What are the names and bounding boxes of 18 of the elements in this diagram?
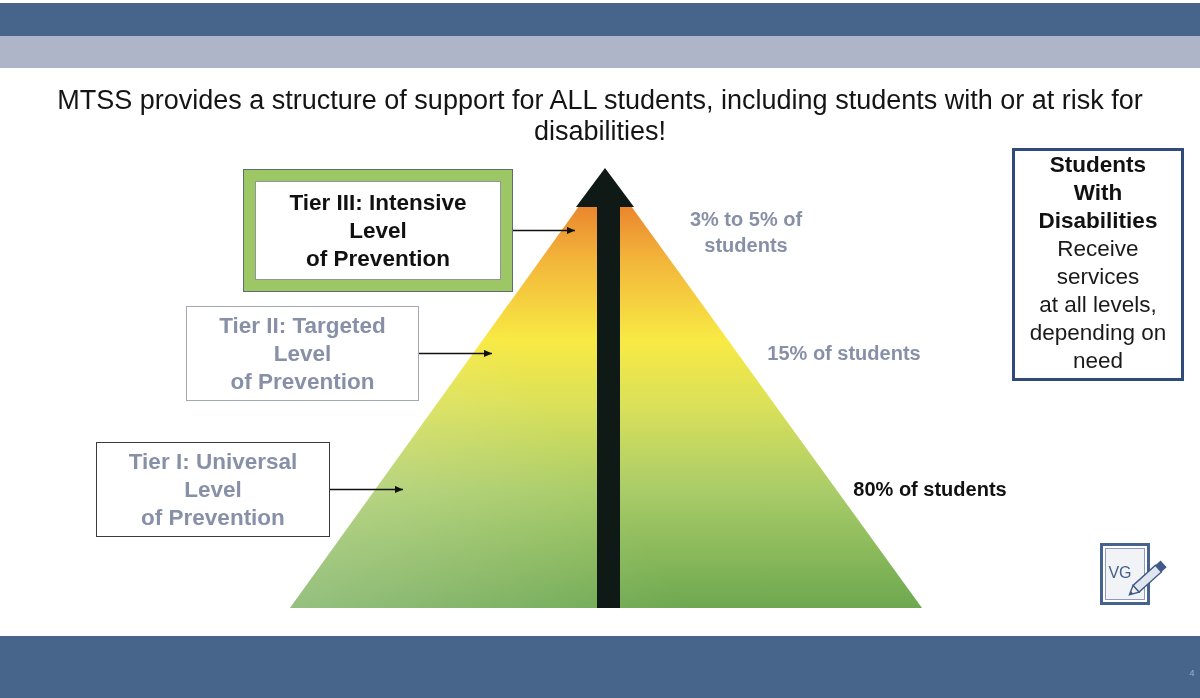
tier-label: Tier I: Universal Level of Prevention	[128, 447, 298, 532]
tier-box	[186, 306, 419, 401]
tier-box	[244, 170, 512, 291]
tier-box	[96, 442, 330, 537]
arrow	[418, 349, 493, 358]
tile-text: VG	[1107, 563, 1133, 583]
percent-label: 80% of students	[852, 477, 1008, 502]
arrow	[511, 226, 576, 235]
info-text: Receive services at all levels, depending on need	[1029, 235, 1167, 375]
info-heading: Students With Disabilities	[1038, 151, 1158, 235]
percent-label: 3% to 5% of students	[688, 207, 804, 258]
page-number: 4	[1188, 667, 1196, 679]
tier-label: Tier III: Intensive Level of Prevention	[289, 188, 467, 273]
info-box	[1012, 148, 1184, 381]
title: MTSS provides a structure of support for ALL students, including students with or at risk for disabilities!	[56, 85, 1144, 147]
tier-label: Tier II: Targeted Level of Prevention	[219, 311, 386, 396]
arrow	[329, 485, 404, 494]
percent-label: 15% of students	[766, 341, 922, 366]
